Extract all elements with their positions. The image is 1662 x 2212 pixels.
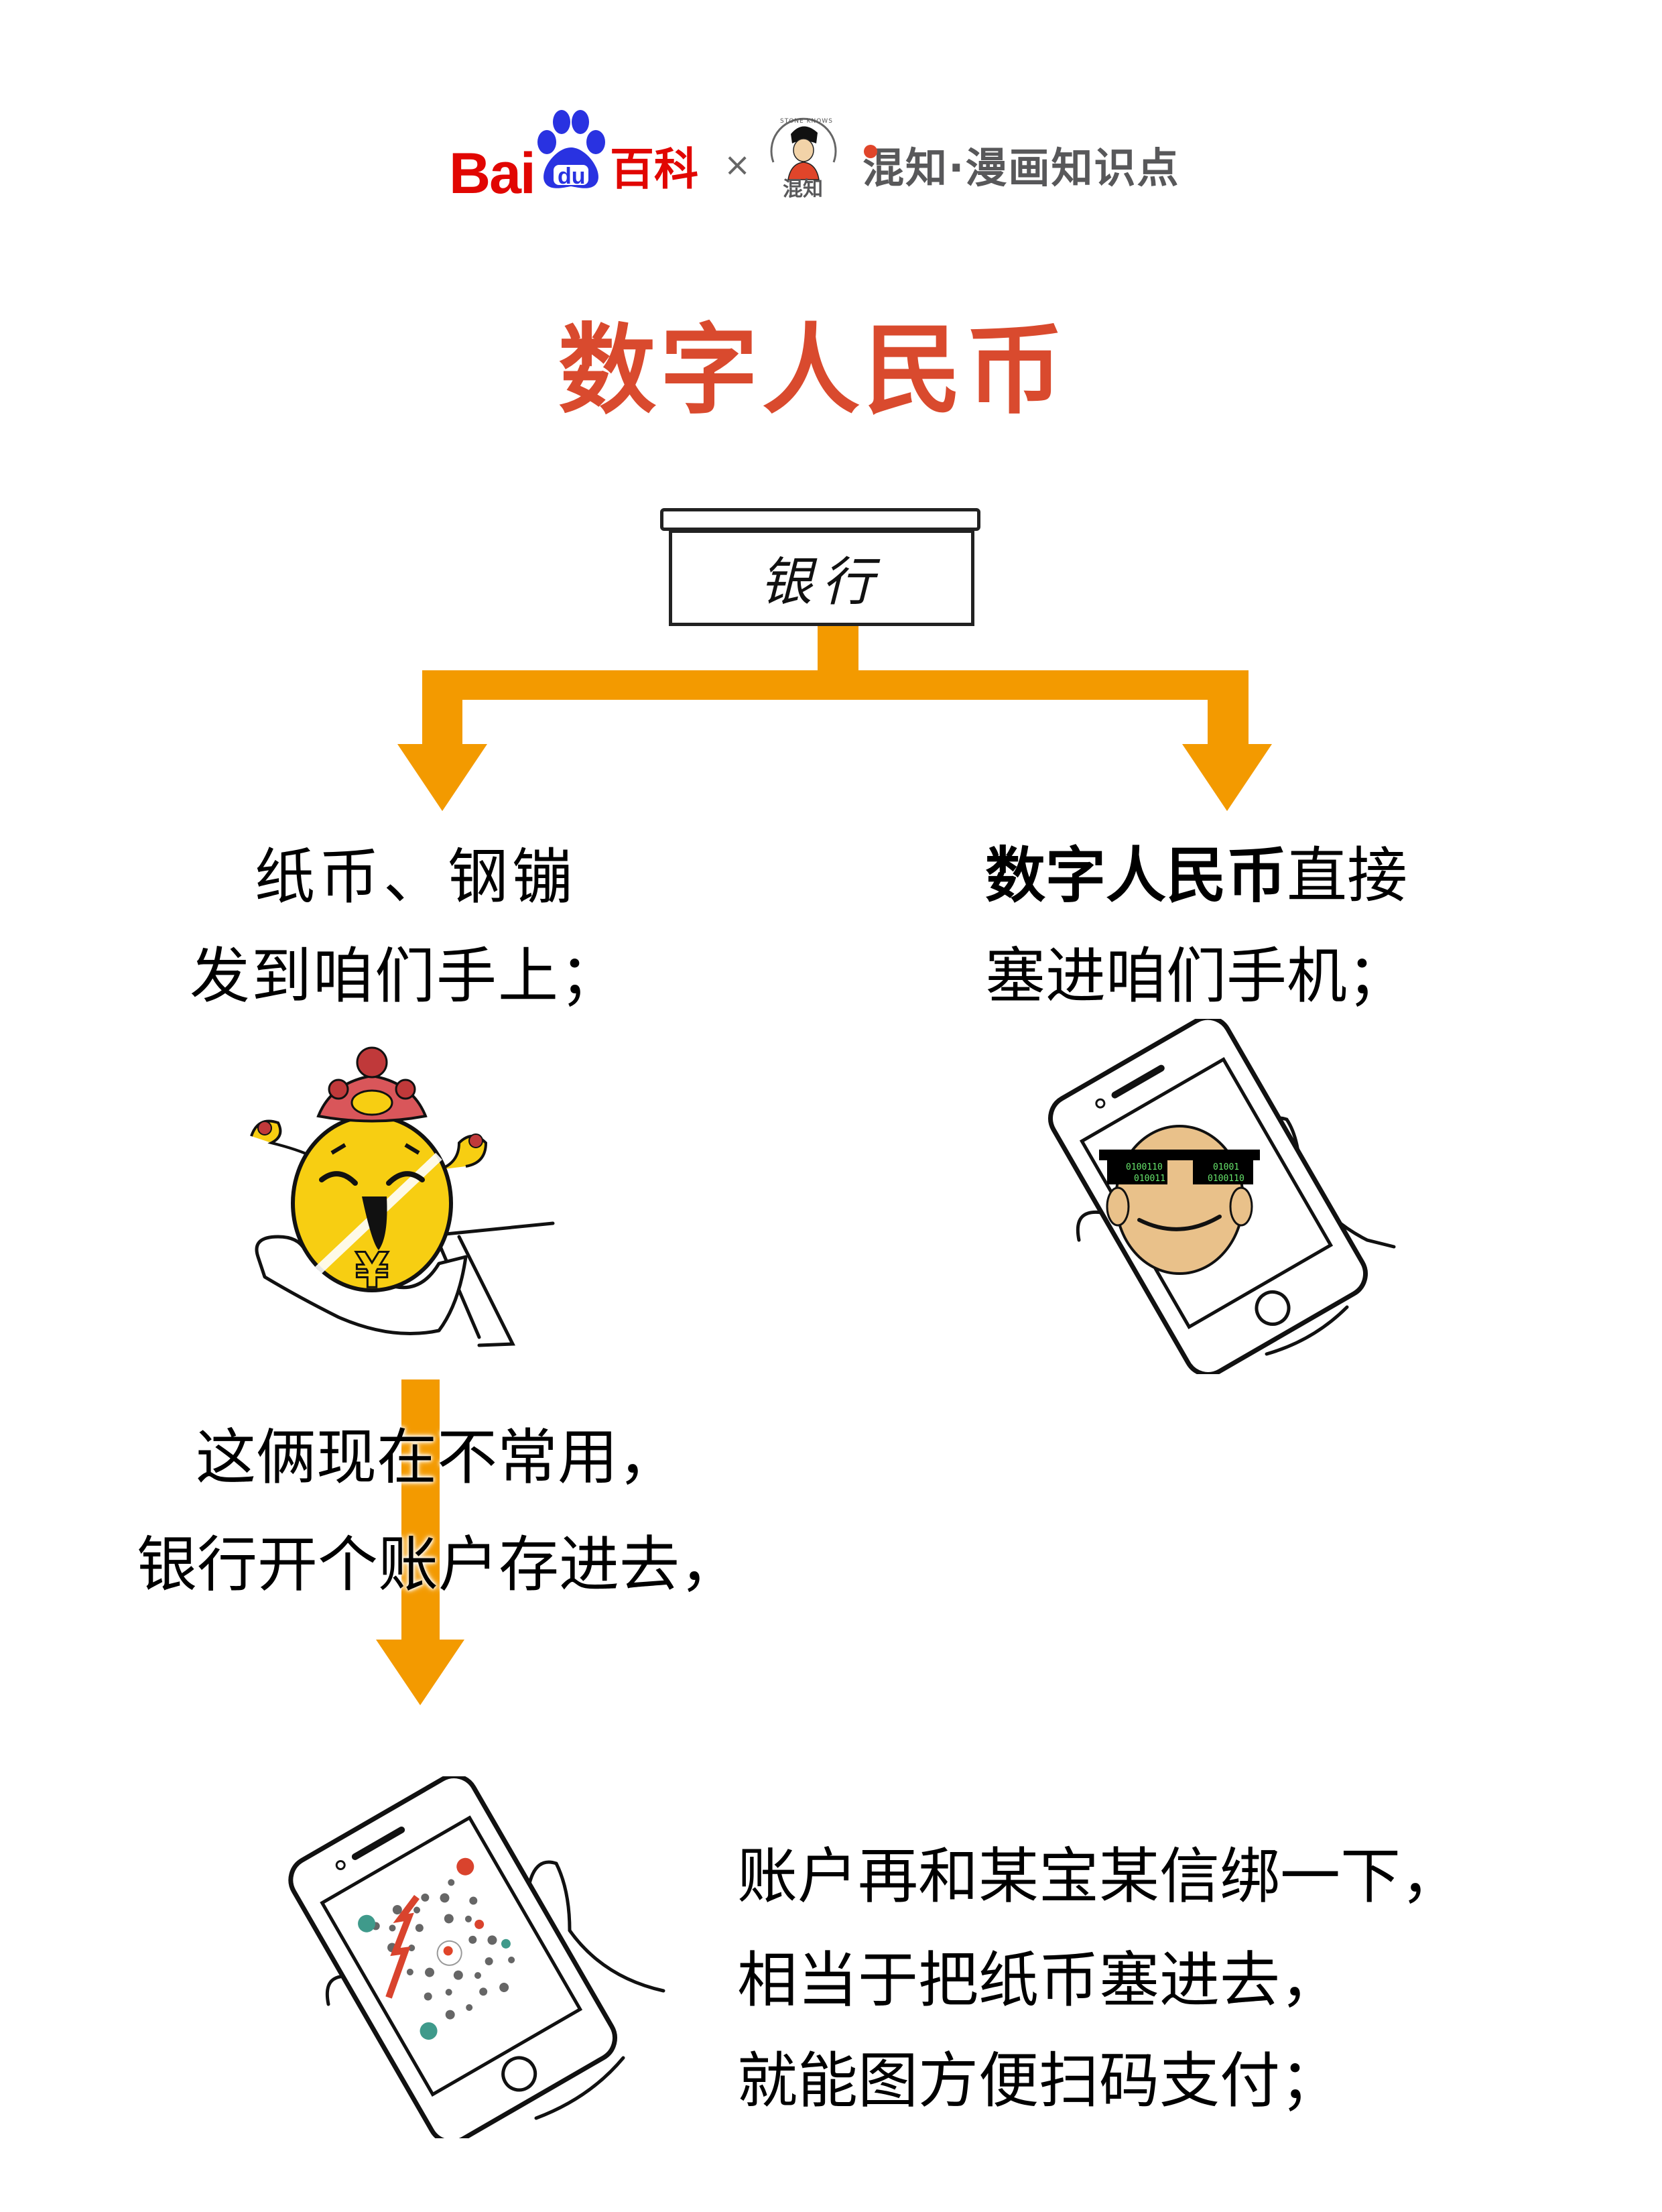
right-arrow-shaft: [1208, 670, 1249, 746]
phone-with-qr-code-icon: [288, 1776, 665, 2138]
left-branch-line2: 发到咱们手上；: [190, 941, 621, 1011]
right-branch-line2: 塞进咱们手机；: [985, 941, 1407, 1011]
final-step-line2: 相当于把纸币塞进去，: [737, 1945, 1340, 2016]
hunzhi-arc-text: STONE KNOWS: [780, 118, 833, 125]
right-branch-line1-rest: 直接: [1287, 841, 1407, 911]
right-branch-bold-term: 数字人民币: [985, 841, 1287, 911]
middle-step-line2: 银行开个账户存进去，: [137, 1530, 740, 1600]
left-branch-line1: 纸币、钢镚: [255, 842, 576, 912]
down-arrow-shaft: [401, 1379, 440, 1642]
baidu-baike-logo: Bai du 百科: [444, 107, 702, 202]
right-branch-line1: 数字人民币直接: [985, 846, 1407, 906]
final-step-line1: 账户再和某宝某信绑一下，: [737, 1841, 1461, 1912]
glasses-binary-3: 01001: [1213, 1162, 1239, 1172]
yen-symbol: ¥: [355, 1242, 389, 1298]
baidu-paw-du-text: du: [558, 164, 586, 189]
bank-sign: 银行: [660, 508, 980, 627]
left-arrow-shaft: [422, 670, 462, 746]
hunzhi-title-text: 混知·漫画知识点: [862, 143, 1180, 192]
hunzhi-avatar: STONE KNOWS 混知: [764, 115, 843, 202]
coin-mascot-in-hand-icon: ¥: [250, 1046, 555, 1347]
left-arrow-head-icon: [397, 744, 487, 811]
glasses-binary-1: 0100110: [1126, 1162, 1163, 1172]
middle-step-line1: 这俩现在不常用，: [196, 1422, 678, 1493]
bank-sign-board: 银行: [669, 530, 974, 626]
baidu-latin-text: Bai: [449, 141, 536, 206]
bank-sign-label: 银行: [759, 552, 883, 613]
page-title: 数字人民币: [558, 314, 1068, 428]
hunzhi-brand-title: 混知·漫画知识点: [862, 145, 1180, 189]
glasses-binary-2: 010011: [1134, 1174, 1165, 1184]
down-arrow-head-icon: [376, 1640, 464, 1705]
right-arrow-head-icon: [1182, 744, 1272, 811]
flow-stem: [818, 626, 858, 673]
phone-with-cool-coin-icon: 0100110 010011 01001 0100110: [1048, 1019, 1396, 1374]
glasses-binary-4: 0100110: [1208, 1174, 1244, 1184]
flow-horizontal-bar: [422, 670, 1249, 700]
baidu-baike-cn-text: 百科: [610, 143, 698, 195]
hunzhi-red-dot: [864, 145, 877, 158]
hunzhi-avatar-icon: [770, 117, 837, 180]
baidu-paw-icon: [537, 110, 605, 188]
collab-separator: ×: [724, 146, 751, 184]
final-step-line3: 就能图方便扫码支付；: [737, 2046, 1340, 2116]
hunzhi-avatar-label: 混知: [783, 178, 823, 201]
bank-sign-top: [660, 508, 980, 531]
